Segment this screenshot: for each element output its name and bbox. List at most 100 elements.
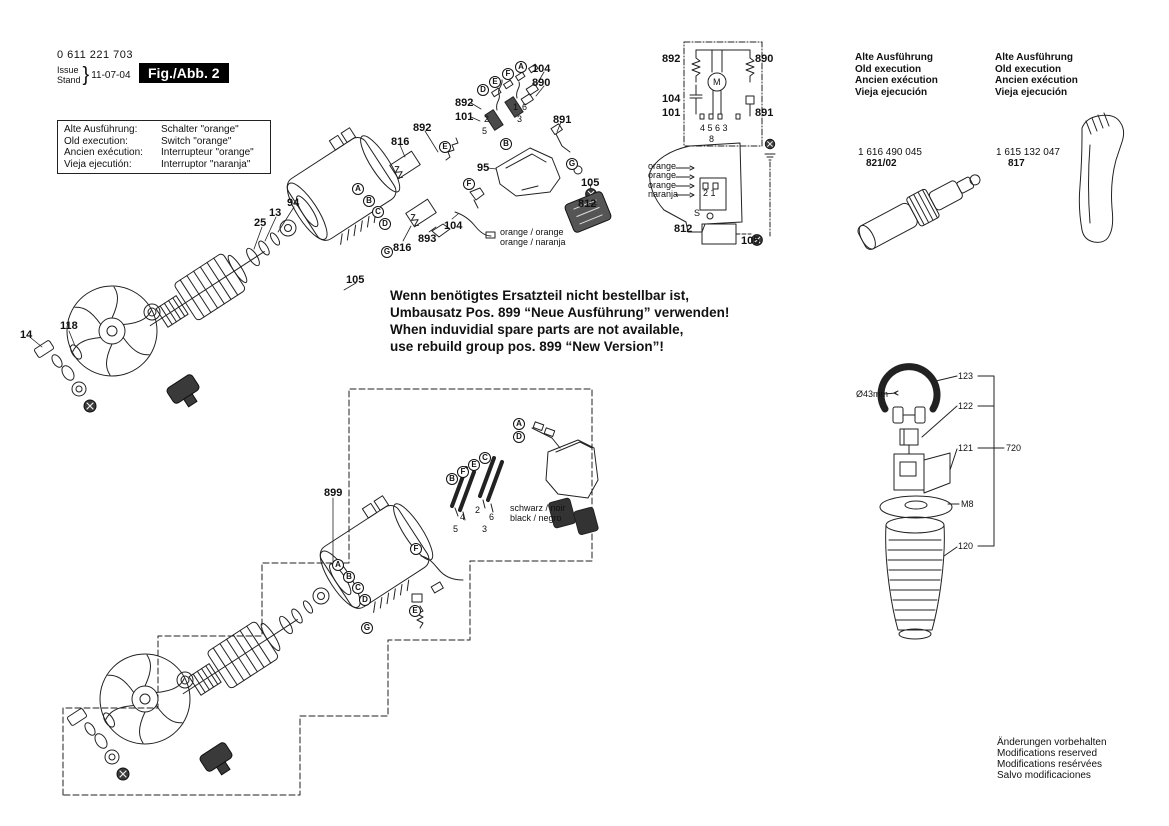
part-number-callout: 13 xyxy=(269,207,282,219)
index-callout: 4 5 6 3 xyxy=(700,123,728,133)
section-letter-marker: C xyxy=(352,582,364,594)
old-execution-left-heading: Alte Ausführung Old execution Ancien exé… xyxy=(855,52,938,98)
index-callout: 121 xyxy=(958,443,974,453)
section-letter-marker: G xyxy=(566,158,578,170)
index-callout: Ø43mm xyxy=(856,389,889,399)
color-note-switch-top: orange / orange orange / naranja xyxy=(500,227,566,247)
section-letter-marker: B xyxy=(446,473,458,485)
part-number-callout: 95 xyxy=(477,162,490,174)
legend-label: Vieja ejecutión: xyxy=(64,158,132,170)
index-callout: S xyxy=(694,208,701,218)
part-number-callout: 94 xyxy=(287,197,300,209)
old-execution-right-heading: Alte Ausführung Old execution Ancien exé… xyxy=(995,52,1078,98)
switch-group-top-drawing xyxy=(389,63,612,239)
part-number-callout: 891 xyxy=(755,107,774,119)
issue-label: Issue xyxy=(57,65,79,75)
section-letter-marker: A xyxy=(352,183,364,195)
legend-value: Interrupteur "orange" xyxy=(161,147,254,158)
issue-date: 11-07-04 xyxy=(91,69,131,81)
part-number-callout: 891 xyxy=(553,114,572,126)
section-letter-marker: D xyxy=(359,594,371,606)
section-letter-marker: D xyxy=(477,84,489,96)
index-callout: 8 xyxy=(709,134,715,144)
part-number-callout: 101 xyxy=(662,107,681,119)
leader-lines xyxy=(30,71,598,563)
section-letter-marker: D xyxy=(513,431,525,443)
legend-row: Ancien exécution: Interrupteur "orange" xyxy=(64,147,264,159)
switch-group-bottom-drawing xyxy=(411,421,599,629)
modifications-note: Änderungen vorbehalten Modifications res… xyxy=(997,737,1107,781)
part-number-callout: 25 xyxy=(254,217,267,229)
color-note-switch-bottom: schwarz / noir black / negro xyxy=(510,503,566,523)
section-letter-marker: E xyxy=(409,605,421,617)
index-callout: 6 xyxy=(489,512,495,522)
legend-label: Old execution: xyxy=(64,135,128,147)
stand-label: Stand xyxy=(57,75,81,85)
rebuild-notice: Wenn benötigtes Ersatzteil nicht bestell… xyxy=(390,288,730,354)
section-letter-marker: F xyxy=(502,68,514,80)
part-number-callout: 816 xyxy=(393,242,412,254)
section-letter-marker: B xyxy=(343,571,355,583)
section-letter-marker: A xyxy=(513,418,525,430)
part-number-callout: 893 xyxy=(418,233,437,245)
part-number-callout: 890 xyxy=(532,77,551,89)
index-callout: M8 xyxy=(961,499,974,509)
old-execution-left-part-number: 1 616 490 045 xyxy=(858,147,922,158)
part-number-callout: 105 xyxy=(346,274,365,286)
part-number-callout: 899 xyxy=(324,487,343,499)
figure-label: Fig./Abb. 2 xyxy=(139,63,229,83)
handle-817-drawing xyxy=(1078,112,1125,243)
legend-box: Alte Ausführung: Schalter "orange" Old e… xyxy=(57,120,271,174)
part-number-callout: 104 xyxy=(444,220,463,232)
index-callout: 4 xyxy=(460,512,466,522)
section-letter-marker: F xyxy=(463,178,475,190)
part-number-callout: 892 xyxy=(455,97,474,109)
document-part-number: 0 611 221 703 xyxy=(57,49,134,61)
section-letter-marker: F xyxy=(410,543,422,555)
part-number-callout: 892 xyxy=(662,53,681,65)
index-callout: 120 xyxy=(958,541,974,551)
legend-row: Vieja ejecutión: Interruptor "naranja" xyxy=(64,159,264,171)
spindle-821-drawing xyxy=(857,174,981,250)
section-letter-marker: G xyxy=(361,622,373,634)
circuit-wire-colors: orange orange orange naranja xyxy=(648,161,679,199)
index-callout: 720 xyxy=(1006,443,1022,453)
section-letter-marker: F xyxy=(457,466,469,478)
index-callout: M xyxy=(713,77,721,87)
legend-value: Schalter "orange" xyxy=(161,124,239,135)
rebuild-group-boundary xyxy=(62,388,593,796)
index-callout: 122 xyxy=(958,401,974,411)
section-letter-marker: E xyxy=(439,141,451,153)
part-number-callout: 892 xyxy=(413,122,432,134)
part-number-callout: 104 xyxy=(662,93,681,105)
part-number-callout: 816 xyxy=(391,136,410,148)
index-callout: 6 xyxy=(522,102,528,112)
old-execution-right-position: 817 xyxy=(1008,158,1025,169)
part-number-callout: 105 xyxy=(581,177,600,189)
old-execution-right-part-number: 1 615 132 047 xyxy=(996,147,1060,158)
section-letter-marker: E xyxy=(489,76,501,88)
legend-value: Switch "orange" xyxy=(161,135,232,147)
index-callout: 2 xyxy=(484,114,490,124)
part-number-callout: 812 xyxy=(674,223,693,235)
part-number-callout: 105 xyxy=(741,235,760,247)
section-letter-marker: D xyxy=(379,218,391,230)
part-number-callout: 14 xyxy=(20,329,33,341)
section-letter-marker: B xyxy=(363,195,375,207)
index-callout: 5 xyxy=(453,524,459,534)
section-letter-marker: C xyxy=(479,452,491,464)
issue-stand-block: Issue Stand } 11-07-04 xyxy=(57,65,131,85)
index-callout: 123 xyxy=(958,371,974,381)
old-execution-left-position: 821/02 xyxy=(866,158,897,169)
index-callout: 2 1 xyxy=(703,188,716,198)
aux-handle-drawing xyxy=(877,363,1005,640)
section-letter-marker: E xyxy=(468,459,480,471)
part-number-callout: 101 xyxy=(455,111,474,123)
brace-glyph: } xyxy=(82,64,90,86)
section-letter-marker: B xyxy=(500,138,512,150)
index-callout: 3 xyxy=(517,114,523,124)
legend-row: Old execution: Switch "orange" xyxy=(64,136,264,148)
index-callout: 5 xyxy=(482,126,488,136)
